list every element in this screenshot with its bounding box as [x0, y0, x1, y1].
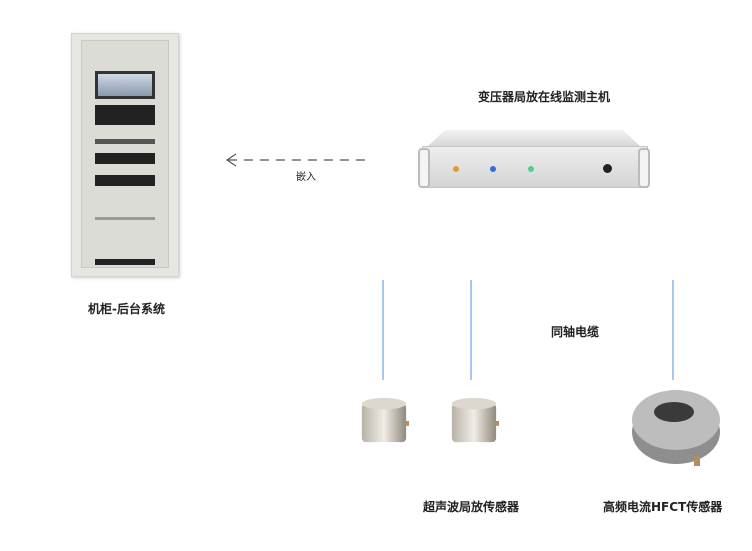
cabinet-base: [95, 259, 155, 265]
hfct-sensor-label: 高频电流HFCT传感器: [603, 500, 723, 514]
cabinet-label: 机柜-后台系统: [88, 302, 165, 316]
cable-line: [672, 280, 674, 380]
cabinet-unit: [95, 153, 155, 164]
cabinet-server: [95, 105, 155, 125]
cabinet-switch: [95, 139, 155, 144]
cable-line: [470, 280, 472, 380]
cabinet-unit: [95, 175, 155, 186]
host-device-image: [418, 130, 650, 188]
host-title: 变压器局放在线监测主机: [478, 90, 611, 104]
ultrasonic-sensor-label: 超声波局放传感器: [423, 500, 520, 514]
embed-arrow: [225, 153, 372, 167]
indicator-light: [490, 166, 496, 172]
indicator-light: [528, 166, 534, 172]
cable-line: [382, 280, 384, 380]
cabinet-display: [95, 71, 155, 99]
coax-cable-label: 同轴电缆: [551, 325, 600, 339]
power-switch-icon: [603, 164, 612, 173]
hfct-sensor-image: [632, 390, 720, 466]
cabinet-image: [71, 33, 179, 277]
cabinet-rail: [95, 217, 155, 220]
embed-label: 嵌入: [296, 172, 316, 183]
ultrasonic-sensor-image: [451, 397, 499, 443]
ultrasonic-sensor-image: [361, 397, 409, 443]
indicator-light: [453, 166, 459, 172]
